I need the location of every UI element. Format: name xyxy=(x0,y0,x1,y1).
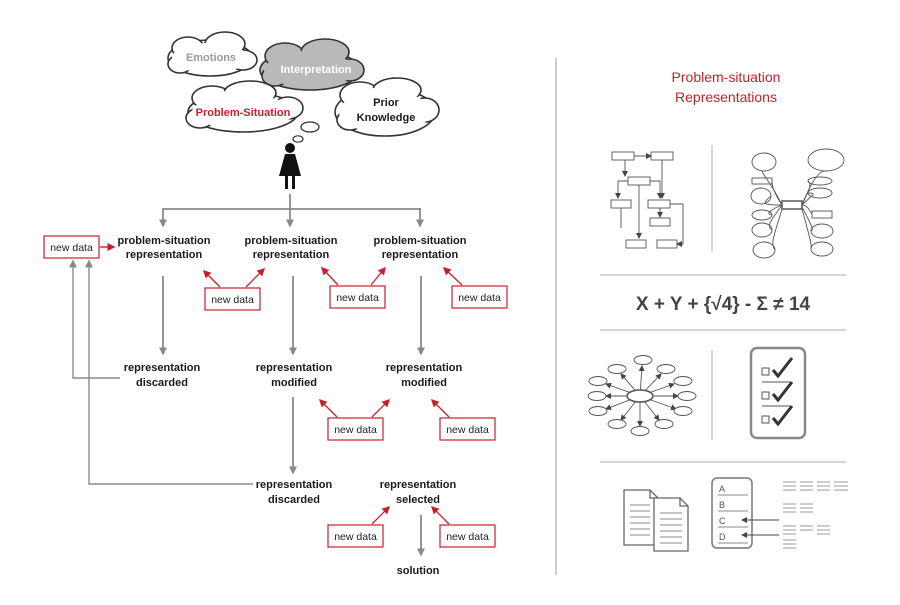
psr-label-3b: representation xyxy=(382,249,459,261)
new-data-arrow xyxy=(318,398,338,418)
documents-icon xyxy=(623,489,689,552)
cloud-prior-knowledge xyxy=(334,77,440,137)
cloud-emotions xyxy=(167,31,258,77)
flow-arrows xyxy=(159,276,425,557)
discarded-label-1a: representation xyxy=(124,362,201,374)
psr-label-1b: representation xyxy=(126,249,203,261)
cloud-interpretation xyxy=(259,38,365,91)
choice-letter-d: D xyxy=(719,532,726,542)
new-data-arrow xyxy=(320,266,339,286)
choice-letter-b: B xyxy=(719,500,725,510)
modified-label-1a: representation xyxy=(256,362,333,374)
new-data-label: new data xyxy=(334,424,377,436)
new-data-label: new data xyxy=(211,294,254,306)
modified-label-2a: representation xyxy=(386,362,463,374)
new-data-arrow xyxy=(371,398,391,418)
new-data-box: new data xyxy=(439,417,496,441)
new-data-arrow xyxy=(370,266,386,286)
psr-label-2b: representation xyxy=(253,249,330,261)
solution-label: solution xyxy=(397,565,440,577)
cloud-problem-situation-label: Problem-Situation xyxy=(196,107,291,119)
multiple-choice-icon: A B C D xyxy=(711,477,779,549)
new-data-arrow xyxy=(371,505,391,525)
selected-label-b: selected xyxy=(396,494,440,506)
cloud-interpretation-label: Interpretation xyxy=(281,64,352,76)
concept-map-icon xyxy=(750,148,845,259)
psr-label-3a: problem-situation xyxy=(374,235,467,247)
cloud-emotions-label: Emotions xyxy=(186,52,236,64)
new-data-arrow xyxy=(442,266,463,286)
new-data-box: new data xyxy=(439,524,496,548)
new-data-box: new data xyxy=(204,287,261,311)
modified-label-2b: modified xyxy=(401,377,447,389)
discarded-label-1b: discarded xyxy=(136,377,188,389)
new-data-arrow xyxy=(245,267,266,288)
new-data-label: new data xyxy=(446,424,489,436)
text-columns-icon xyxy=(783,481,848,549)
person-icon xyxy=(279,143,301,189)
feedback-loops xyxy=(69,259,253,485)
new-data-label: new data xyxy=(458,292,501,304)
checklist-icon xyxy=(749,346,807,440)
psr-label-2a: problem-situation xyxy=(245,235,338,247)
discarded-label-2a: representation xyxy=(256,479,333,491)
top-branch-arrows xyxy=(159,194,424,228)
choice-letter-c: C xyxy=(719,516,726,526)
new-data-label: new data xyxy=(50,242,93,254)
psr-label-1a: problem-situation xyxy=(118,235,211,247)
equation-text: X + Y + {√4} - Σ ≠ 14 xyxy=(636,294,811,315)
new-data-label: new data xyxy=(446,531,489,543)
new-data-arrow xyxy=(430,505,450,525)
cloud-problem-situation xyxy=(185,80,304,133)
new-data-label: new data xyxy=(336,292,379,304)
cloud-prior-label-1: Prior xyxy=(373,97,399,109)
thought-bubble-small xyxy=(292,135,304,143)
new-data-box-left: new data xyxy=(43,235,100,259)
cloud-prior-label-2: Knowledge xyxy=(357,112,416,124)
selected-label-a: representation xyxy=(380,479,457,491)
new-data-box: new data xyxy=(327,417,384,441)
modified-label-1b: modified xyxy=(271,377,317,389)
new-data-box: new data xyxy=(451,285,508,309)
mind-map-icon xyxy=(587,355,697,436)
discarded-label-2b: discarded xyxy=(268,494,320,506)
choice-letter-a: A xyxy=(719,484,725,494)
new-data-box: new data xyxy=(329,285,386,309)
new-data-label: new data xyxy=(334,531,377,543)
new-data-box: new data xyxy=(327,524,384,548)
right-panel-title-2: Representations xyxy=(675,89,777,105)
flowchart-icon xyxy=(610,151,684,249)
right-panel-title-1: Problem-situation xyxy=(672,69,781,85)
new-data-arrow xyxy=(202,269,221,288)
thought-bubble-large xyxy=(300,121,320,133)
new-data-arrow xyxy=(430,398,450,418)
